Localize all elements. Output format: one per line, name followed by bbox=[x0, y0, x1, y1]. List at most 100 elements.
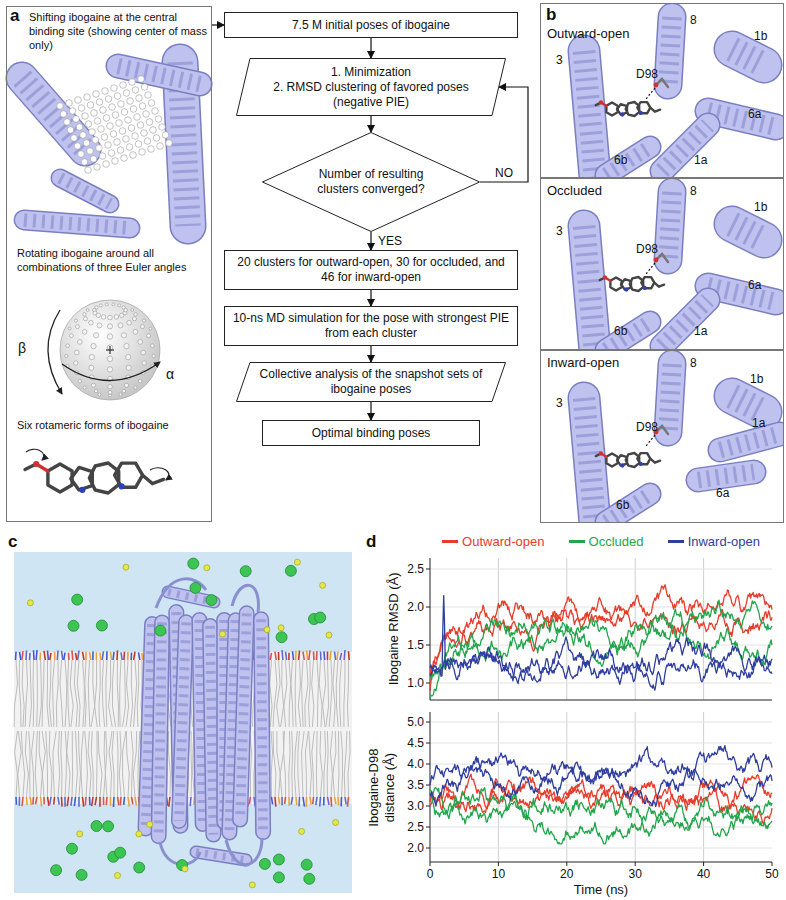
lipid-tail bbox=[309, 731, 312, 797]
grid-point bbox=[127, 98, 134, 105]
grid-point bbox=[141, 84, 148, 91]
helix-ribbon bbox=[732, 49, 764, 65]
grid-point bbox=[101, 134, 108, 141]
lipid-tail bbox=[74, 660, 77, 727]
lipid-tail bbox=[330, 731, 332, 797]
nitrogen-atom bbox=[638, 111, 642, 115]
lipid-head bbox=[74, 797, 75, 806]
lipid-head bbox=[33, 650, 35, 660]
connector bbox=[370, 38, 371, 58]
lipid-head bbox=[288, 797, 290, 806]
text-wrap: 10-ns MD simulation for the pose with st… bbox=[232, 311, 510, 341]
helix-ribbon bbox=[606, 322, 650, 350]
helix-ribbon bbox=[606, 494, 650, 522]
orientation-point bbox=[98, 393, 101, 396]
lipid-tail bbox=[320, 731, 322, 797]
axis-tick: 3.0 bbox=[394, 799, 424, 813]
grid-point bbox=[80, 132, 87, 139]
lipid-head bbox=[89, 797, 91, 805]
structure-label: 8 bbox=[690, 13, 697, 27]
lipid-tail bbox=[65, 660, 67, 727]
helix-ribbon bbox=[24, 220, 130, 228]
axis-tick: 0 bbox=[415, 867, 445, 881]
orientation-point bbox=[99, 304, 102, 307]
hbond-line bbox=[646, 88, 655, 99]
helix-ribbon bbox=[159, 622, 163, 836]
lipid-head bbox=[25, 651, 27, 660]
helix-ribbon bbox=[210, 626, 213, 835]
lipid-tail bbox=[344, 660, 345, 727]
ion bbox=[333, 820, 339, 826]
art-group bbox=[584, 192, 776, 350]
node-text: 1. Minimization bbox=[258, 65, 484, 80]
state-panel: Inward-open bbox=[540, 350, 784, 523]
rotation-arrow bbox=[48, 310, 62, 394]
oxygen-atom bbox=[603, 275, 607, 279]
lipid-tail bbox=[29, 731, 30, 797]
grid-point bbox=[99, 153, 106, 160]
axis-tick: 40 bbox=[689, 867, 719, 881]
legend-swatch bbox=[569, 540, 585, 543]
lipid-tail bbox=[133, 731, 136, 797]
grid-point bbox=[57, 103, 64, 110]
lipid-head bbox=[53, 797, 55, 804]
helix-ribbon bbox=[720, 434, 780, 450]
grid-point bbox=[111, 85, 118, 92]
ion bbox=[115, 873, 121, 879]
grid-point bbox=[152, 108, 159, 115]
lipid-head bbox=[139, 652, 140, 660]
axis-tick: 30 bbox=[620, 867, 650, 881]
structure-label: 1b bbox=[750, 372, 763, 386]
orientation-point bbox=[107, 334, 112, 339]
data-trace bbox=[430, 788, 772, 831]
grid-point bbox=[146, 119, 153, 126]
lipid-head bbox=[71, 797, 72, 806]
lipid-tail bbox=[32, 731, 34, 797]
axis-line bbox=[430, 862, 772, 863]
lipid-head bbox=[128, 797, 129, 807]
structure-label: α bbox=[166, 366, 174, 383]
orientation-point bbox=[142, 361, 146, 365]
nitrogen-atom bbox=[79, 487, 85, 493]
grid-point bbox=[66, 100, 73, 107]
hbond-line bbox=[646, 263, 655, 274]
grid-line bbox=[430, 683, 772, 684]
lipid-tail bbox=[98, 731, 102, 797]
lipid-head bbox=[32, 797, 34, 804]
lipid-head bbox=[118, 797, 119, 805]
lipid-head bbox=[320, 652, 322, 660]
text-wrap: 1. Minimization2. RMSD clustering of fav… bbox=[258, 65, 484, 110]
helix-ribbon bbox=[606, 147, 650, 175]
connector bbox=[370, 402, 371, 420]
orientation-point bbox=[126, 354, 131, 359]
grid-point bbox=[148, 100, 155, 107]
process-box: 7.5 M initial poses of ibogaine bbox=[224, 12, 518, 38]
lipid-tail bbox=[344, 731, 347, 797]
lipid-head bbox=[288, 653, 290, 660]
tick-mark bbox=[426, 827, 430, 828]
ion bbox=[301, 859, 312, 870]
orientation-point bbox=[118, 304, 121, 307]
lipid-head bbox=[15, 797, 17, 805]
grid-point bbox=[110, 131, 117, 138]
water-box bbox=[14, 552, 352, 893]
lipid-tail bbox=[49, 731, 52, 797]
lipid-tail bbox=[99, 660, 100, 727]
orientation-point bbox=[141, 350, 146, 355]
structure-label: 8 bbox=[690, 356, 697, 370]
lipid-head bbox=[345, 797, 346, 804]
grid-point bbox=[85, 121, 92, 128]
nitrogen-atom bbox=[620, 463, 624, 467]
lipid-tail bbox=[168, 731, 170, 797]
lipid-tail bbox=[68, 660, 70, 727]
lipid-head bbox=[323, 797, 325, 805]
grid-line bbox=[430, 607, 772, 608]
orientation-point bbox=[107, 324, 112, 329]
ion bbox=[276, 632, 287, 643]
orientation-point bbox=[108, 390, 112, 394]
data-trace bbox=[430, 746, 772, 785]
lipid-head bbox=[105, 797, 107, 805]
lipid-head bbox=[340, 797, 342, 806]
lipid-head bbox=[281, 797, 283, 805]
lipid-tail bbox=[85, 660, 86, 727]
